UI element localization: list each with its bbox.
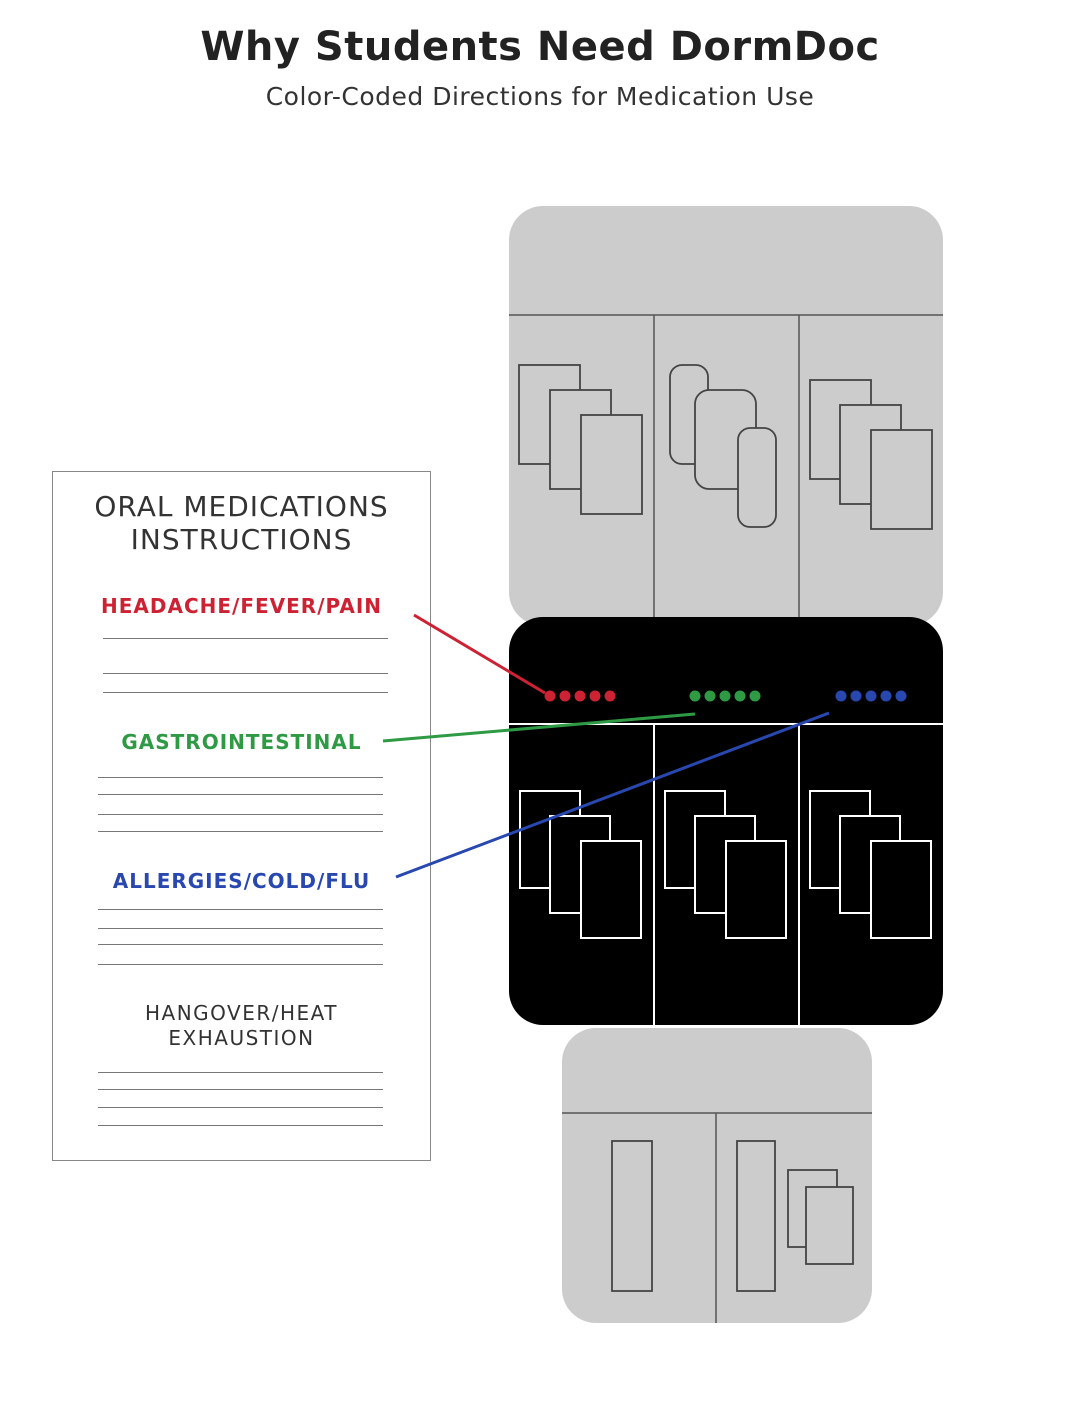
text-line bbox=[103, 638, 388, 639]
instructions-card: ORAL MEDICATIONS INSTRUCTIONS HEADACHE/F… bbox=[52, 471, 431, 1161]
section-label-hangover-line2: EXHAUSTION bbox=[168, 1026, 315, 1050]
medication-packet-icon bbox=[580, 840, 642, 939]
indicator-dot bbox=[850, 690, 862, 702]
bottom-tray bbox=[562, 1028, 872, 1323]
top-tray bbox=[509, 206, 943, 626]
medication-packet-icon bbox=[580, 414, 643, 515]
red-indicator-dots bbox=[544, 690, 616, 702]
text-line bbox=[98, 944, 383, 945]
text-line bbox=[98, 814, 383, 815]
section-label-headache: HEADACHE/FEVER/PAIN bbox=[101, 594, 382, 618]
text-line bbox=[98, 964, 383, 965]
indicator-dot bbox=[544, 690, 556, 702]
indicator-dot bbox=[734, 690, 746, 702]
indicator-dot bbox=[559, 690, 571, 702]
indicator-dot bbox=[749, 690, 761, 702]
medication-bottle-icon bbox=[737, 427, 777, 528]
indicator-dot bbox=[574, 690, 586, 702]
indicator-dot bbox=[689, 690, 701, 702]
green-connector-line bbox=[382, 712, 696, 743]
text-line bbox=[98, 909, 383, 910]
green-indicator-dots bbox=[689, 690, 761, 702]
text-line bbox=[98, 1072, 383, 1073]
text-line bbox=[98, 794, 383, 795]
blue-indicator-dots bbox=[835, 690, 907, 702]
indicator-dot bbox=[589, 690, 601, 702]
medication-box-icon bbox=[736, 1140, 776, 1292]
page-subtitle: Color-Coded Directions for Medication Us… bbox=[265, 82, 815, 111]
medication-packet-icon bbox=[805, 1186, 854, 1265]
section-label-hangover-line1: HANGOVER/HEAT bbox=[144, 1001, 339, 1025]
section-label-allergies: ALLERGIES/COLD/FLU bbox=[112, 869, 371, 893]
indicator-dot bbox=[719, 690, 731, 702]
text-line bbox=[98, 831, 383, 832]
text-line bbox=[98, 777, 383, 778]
text-line bbox=[103, 673, 388, 674]
indicator-dot bbox=[835, 690, 847, 702]
indicator-dot bbox=[880, 690, 892, 702]
indicator-dot bbox=[604, 690, 616, 702]
medication-packet-icon bbox=[870, 429, 933, 530]
blue-connector-line bbox=[395, 711, 830, 879]
red-connector-line bbox=[413, 613, 546, 695]
section-label-gastrointestinal: GASTROINTESTINAL bbox=[121, 730, 362, 754]
page-title: Why Students Need DormDoc bbox=[200, 24, 880, 70]
middle-tray bbox=[509, 617, 943, 1025]
text-line bbox=[98, 1089, 383, 1090]
section-label-hangover: HANGOVER/HEAT EXHAUSTION bbox=[53, 1001, 430, 1051]
medication-packet-icon bbox=[870, 840, 932, 939]
indicator-dot bbox=[704, 690, 716, 702]
card-heading-line1: ORAL MEDICATIONS bbox=[94, 490, 389, 523]
text-line bbox=[98, 928, 383, 929]
text-line bbox=[98, 1125, 383, 1126]
medication-packet-icon bbox=[725, 840, 787, 939]
text-line bbox=[103, 692, 388, 693]
text-line bbox=[98, 1107, 383, 1108]
indicator-dot bbox=[865, 690, 877, 702]
card-heading: ORAL MEDICATIONS INSTRUCTIONS bbox=[53, 490, 430, 556]
card-heading-line2: INSTRUCTIONS bbox=[130, 523, 353, 556]
medication-box-icon bbox=[611, 1140, 653, 1292]
indicator-dot bbox=[895, 690, 907, 702]
